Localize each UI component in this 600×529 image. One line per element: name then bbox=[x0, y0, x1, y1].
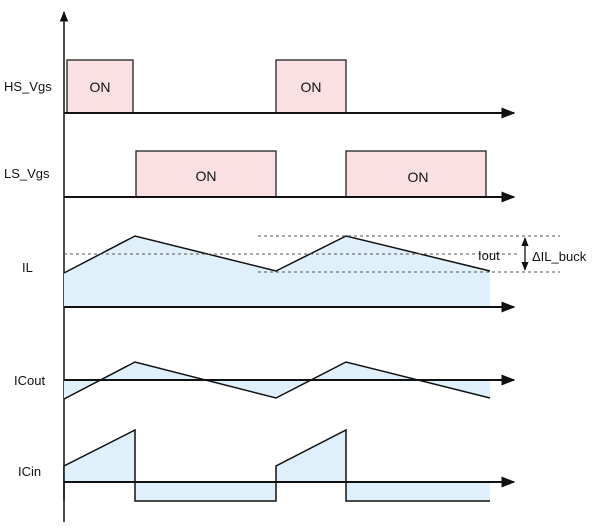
ls-on-pulse-1 bbox=[135, 150, 277, 198]
hs-vgs-label: HS_Vgs bbox=[4, 79, 52, 94]
icout-ripple-waveform bbox=[63, 361, 491, 400]
il-ripple-waveform bbox=[63, 235, 491, 274]
hs-on-pulse-2 bbox=[275, 59, 347, 114]
icin-negative-area-2 bbox=[346, 482, 490, 501]
icin-trace: ICin bbox=[18, 428, 516, 502]
iout-label: Iout bbox=[478, 248, 500, 263]
icin-label: ICin bbox=[18, 464, 41, 479]
ls-on-label-2: ON bbox=[408, 169, 429, 185]
ls-on-label-1: ON bbox=[196, 168, 217, 184]
icin-pulse-area-2 bbox=[276, 430, 346, 482]
icin-pulse-area-1 bbox=[64, 430, 135, 482]
il-label: IL bbox=[22, 260, 33, 275]
icout-label: ICout bbox=[14, 373, 45, 388]
hs-on-label-2: ON bbox=[301, 79, 322, 95]
il-trace: IL Iout ΔIL_buck bbox=[22, 235, 587, 313]
hs-vgs-trace: HS_Vgs ON ON bbox=[4, 59, 516, 119]
icout-trace: ICout bbox=[14, 361, 516, 400]
ls-vgs-trace: LS_Vgs ON ON bbox=[4, 150, 516, 203]
icin-negative-area-1 bbox=[136, 482, 276, 501]
ls-vgs-label: LS_Vgs bbox=[4, 166, 50, 181]
icin-waveform bbox=[63, 428, 490, 502]
ripple-delta-label: ΔIL_buck bbox=[532, 249, 587, 264]
hs-on-label-1: ON bbox=[90, 79, 111, 95]
ls-on-pulse-2 bbox=[345, 150, 487, 198]
